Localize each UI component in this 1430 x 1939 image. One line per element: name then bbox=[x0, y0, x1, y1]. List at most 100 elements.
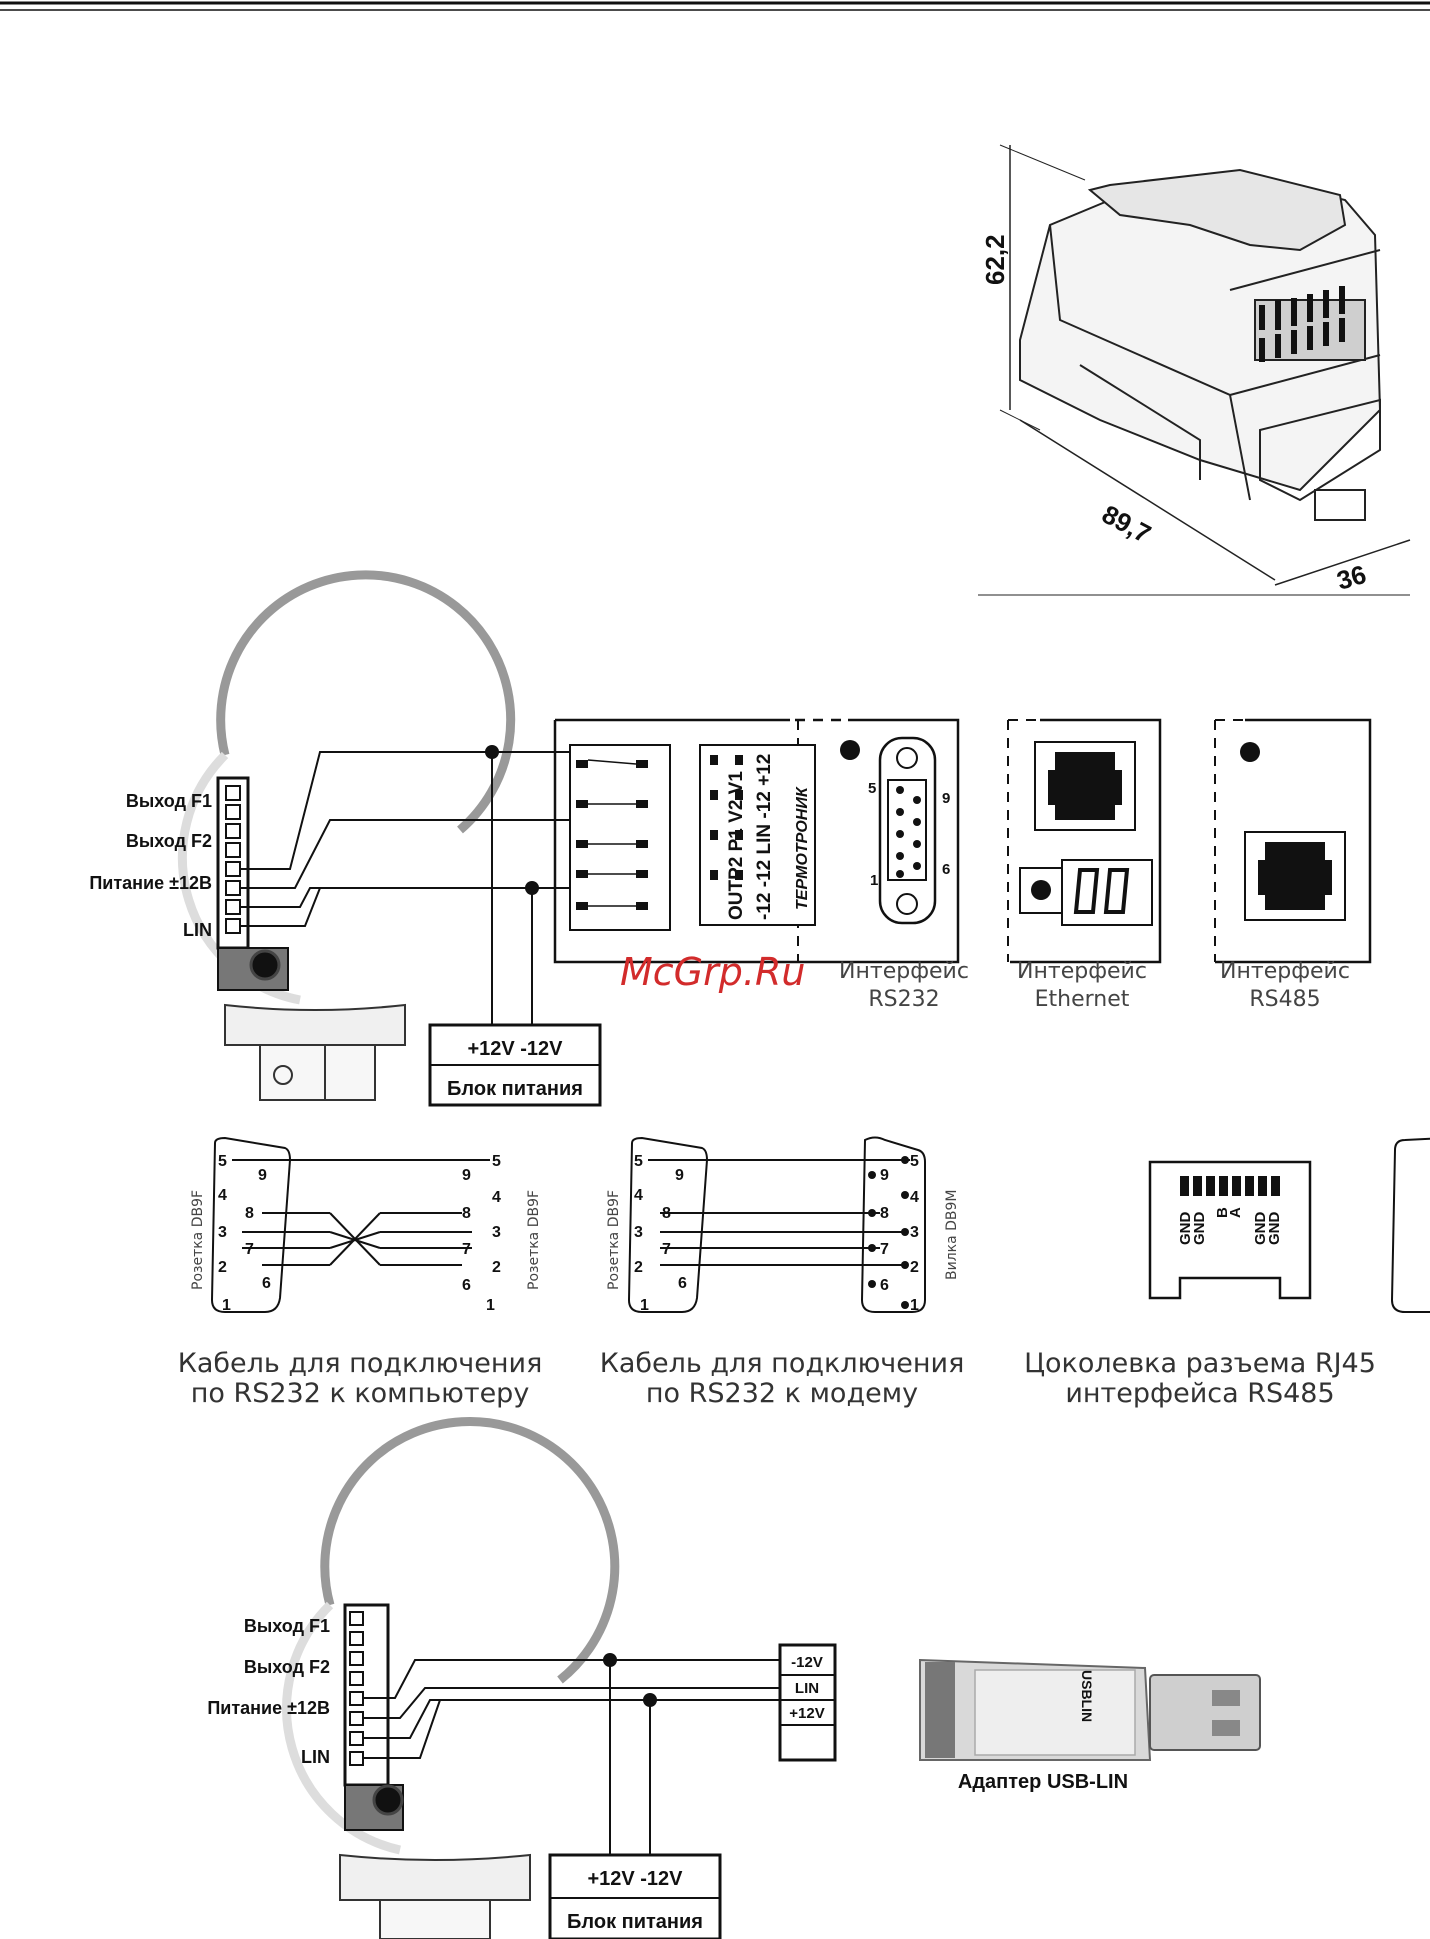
adapter-body-text: USBLIN bbox=[1079, 1670, 1095, 1722]
power-supply-name-lower: Блок питания bbox=[567, 1911, 703, 1933]
svg-text:1: 1 bbox=[222, 1297, 231, 1314]
cable-computer-left-label: Розетка DB9F bbox=[190, 1190, 206, 1290]
svg-text:1: 1 bbox=[910, 1297, 919, 1314]
cable-computer-diagram bbox=[210, 1136, 1430, 1313]
power-supply-box-lower bbox=[548, 1853, 722, 1939]
svg-text:1: 1 bbox=[486, 1297, 495, 1314]
board-brand: ТЕРМОТРОНИК bbox=[794, 786, 811, 910]
terminal-label-f1: Выход F1 bbox=[126, 791, 212, 811]
cable-modem-caption-2: по RS232 к модему bbox=[646, 1378, 918, 1409]
svg-text:4: 4 bbox=[634, 1187, 643, 1204]
adapter-label: Адаптер USB-LIN bbox=[958, 1771, 1128, 1793]
cable-modem-right-label: Вилка DB9M bbox=[944, 1189, 960, 1280]
meter-housing-upper bbox=[177, 570, 516, 1101]
svg-text:8: 8 bbox=[462, 1205, 471, 1222]
svg-text:4: 4 bbox=[910, 1189, 919, 1206]
lin-block-neg: -12V bbox=[791, 1654, 823, 1671]
svg-text:2: 2 bbox=[492, 1259, 501, 1276]
lin-terminal-block bbox=[778, 1643, 837, 1762]
svg-text:9: 9 bbox=[675, 1167, 684, 1184]
dimension-height: 62,2 bbox=[980, 234, 1010, 285]
rj45-pin-5: GND bbox=[1252, 1212, 1269, 1246]
cable-computer-caption-2: по RS232 к компьютеру bbox=[191, 1378, 530, 1409]
svg-text:5: 5 bbox=[218, 1153, 227, 1170]
svg-text:3: 3 bbox=[910, 1224, 919, 1241]
junction-dot bbox=[643, 1693, 657, 1707]
svg-text:5: 5 bbox=[910, 1153, 919, 1170]
svg-text:6: 6 bbox=[262, 1275, 271, 1292]
interface-rs232-line2: RS232 bbox=[868, 987, 939, 1012]
wires-lower bbox=[363, 1659, 780, 1868]
svg-text:9: 9 bbox=[462, 1167, 471, 1184]
terminal-label-power: Питание ±12В bbox=[89, 873, 212, 893]
power-supply-voltage-upper: +12V -12V bbox=[467, 1038, 563, 1060]
interface-rs232-line1: Интерфейс bbox=[839, 959, 969, 984]
lower-terminal-label-power: Питание ±12В bbox=[207, 1698, 330, 1718]
rj45-pin-6: GND bbox=[1266, 1212, 1283, 1246]
cable-modem-pins: 594 837 261 594 837 261 bbox=[634, 1153, 919, 1314]
svg-text:4: 4 bbox=[218, 1187, 227, 1204]
dimension-width: 36 bbox=[1333, 559, 1369, 596]
interface-ethernet-line1: Интерфейс bbox=[1017, 959, 1147, 984]
svg-text:1: 1 bbox=[640, 1297, 649, 1314]
device-isometric-drawing bbox=[978, 144, 1411, 596]
cable-computer-right-label: Розетка DB9F bbox=[526, 1190, 542, 1290]
cable-modem-male-pins bbox=[868, 1156, 909, 1309]
power-supply-box-upper bbox=[428, 1023, 602, 1107]
interface-rs485-line2: RS485 bbox=[1249, 987, 1320, 1012]
svg-text:3: 3 bbox=[218, 1224, 227, 1241]
svg-text:7: 7 bbox=[880, 1241, 889, 1258]
interface-rs485-line1: Интерфейс bbox=[1220, 959, 1350, 984]
ethernet-module bbox=[1007, 718, 1162, 964]
svg-text:8: 8 bbox=[880, 1205, 889, 1222]
cable-modem-left-label: Розетка DB9F bbox=[606, 1190, 622, 1290]
svg-text:5: 5 bbox=[492, 1153, 501, 1170]
svg-text:2: 2 bbox=[910, 1259, 919, 1276]
rj45-pin-2: GND bbox=[1191, 1212, 1208, 1246]
svg-text:7: 7 bbox=[245, 1241, 254, 1258]
rj45-pin-3: B bbox=[1214, 1207, 1231, 1218]
meter-housing-lower bbox=[282, 1416, 620, 1939]
dimension-length: 89,7 bbox=[1097, 499, 1156, 549]
svg-text:9: 9 bbox=[258, 1167, 267, 1184]
terminal-label-lin: LIN bbox=[183, 920, 212, 940]
svg-text:2: 2 bbox=[634, 1259, 643, 1276]
cable-computer-caption-1: Кабель для подключения bbox=[178, 1348, 543, 1379]
lin-block-pos: +12V bbox=[789, 1705, 824, 1722]
watermark: McGrp.Ru bbox=[620, 950, 805, 994]
cable-modem-diagram bbox=[627, 1136, 926, 1313]
power-supply-voltage-lower: +12V -12V bbox=[587, 1868, 683, 1890]
board-row-labels-2: -12 -12 LIN -12 +12 bbox=[754, 754, 775, 920]
svg-text:9: 9 bbox=[880, 1167, 889, 1184]
svg-text:2: 2 bbox=[218, 1259, 227, 1276]
rj45-caption-1: Цоколевка разъема RJ45 bbox=[1024, 1348, 1376, 1379]
db9-pin-6: 6 bbox=[942, 861, 950, 878]
rj45-pinout bbox=[1148, 1160, 1312, 1300]
svg-text:3: 3 bbox=[634, 1224, 643, 1241]
svg-text:3: 3 bbox=[492, 1224, 501, 1241]
lower-terminal-label-f1: Выход F1 bbox=[244, 1616, 330, 1636]
db9-pin-9: 9 bbox=[942, 790, 950, 807]
interface-board bbox=[553, 718, 960, 964]
lower-terminal-label-f2: Выход F2 bbox=[244, 1657, 330, 1677]
power-supply-name-upper: Блок питания bbox=[447, 1078, 583, 1100]
db9-pin-5: 5 bbox=[868, 780, 876, 797]
svg-text:8: 8 bbox=[245, 1205, 254, 1222]
svg-text:6: 6 bbox=[678, 1275, 687, 1292]
db9-pin-1: 1 bbox=[870, 872, 878, 889]
terminal-label-f2: Выход F2 bbox=[126, 831, 212, 851]
board-row-labels-1: OUTP2 P1 V2 V1 bbox=[726, 771, 747, 920]
usb-lin-adapter-image bbox=[919, 1658, 1261, 1761]
lower-terminal-label-lin: LIN bbox=[301, 1747, 330, 1767]
svg-text:6: 6 bbox=[880, 1277, 889, 1294]
cable-modem-caption-1: Кабель для подключения bbox=[600, 1348, 965, 1379]
rs485-module bbox=[1214, 718, 1372, 964]
junction-dot bbox=[525, 881, 539, 895]
svg-text:6: 6 bbox=[462, 1277, 471, 1294]
interface-ethernet-line2: Ethernet bbox=[1035, 987, 1130, 1012]
rj45-pin-4: A bbox=[1227, 1207, 1244, 1218]
rj45-pin-1: GND bbox=[1177, 1212, 1194, 1246]
svg-text:4: 4 bbox=[492, 1189, 501, 1206]
junction-dot bbox=[485, 745, 499, 759]
